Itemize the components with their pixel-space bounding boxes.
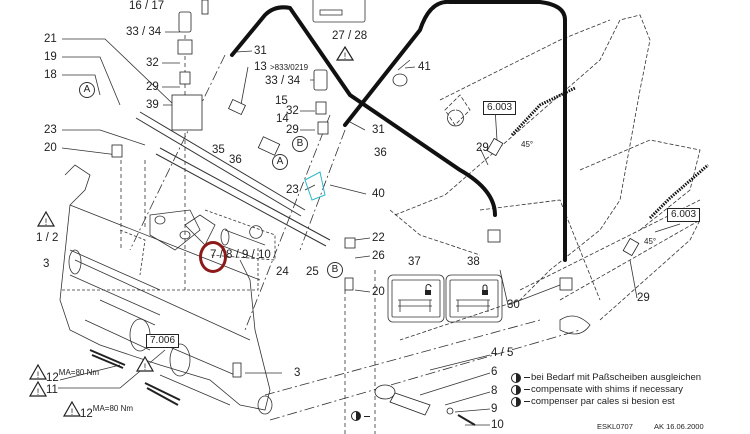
angle-45-b: 45°	[644, 237, 657, 246]
callout-31[interactable]: 31	[254, 45, 267, 57]
callout-19[interactable]: 19	[44, 51, 57, 63]
port-marker-b-2: B	[327, 262, 343, 278]
ref-box-6003[interactable]: 6.003	[483, 101, 517, 115]
callout-3[interactable]: 3	[43, 258, 50, 270]
callout-3-b[interactable]: 3	[294, 367, 301, 379]
shim-symbol-icon	[511, 384, 521, 395]
torque-spec: MA=80 Nm	[58, 368, 100, 377]
callout-22[interactable]: 22	[372, 232, 385, 244]
callout-29-c[interactable]: 29	[476, 142, 489, 154]
highlight-ring-item-7	[199, 241, 227, 273]
callout-33-34[interactable]: 33 / 34	[126, 26, 162, 38]
callout-1-2[interactable]: 1 / 2	[36, 232, 59, 244]
decal-panels	[387, 274, 503, 323]
callout-33-34-b[interactable]: 33 / 34	[265, 75, 301, 87]
callout-25[interactable]: 25	[306, 266, 319, 278]
callout-4-5[interactable]: 4 / 5	[491, 347, 514, 359]
callout-12[interactable]: 12MA=80 Nm	[46, 367, 99, 384]
callout-15[interactable]: 15	[275, 95, 288, 107]
callout-23-b[interactable]: 23	[286, 184, 299, 196]
legend-line-en: compensate with shims if necessary	[511, 384, 683, 395]
svg-text:!: !	[344, 51, 347, 61]
callout-31-b[interactable]: 31	[372, 124, 385, 136]
ref-box-7006[interactable]: 7.006	[146, 334, 180, 348]
callout-20[interactable]: 20	[44, 142, 57, 154]
callout-36[interactable]: 36	[229, 154, 242, 166]
ref-box-6003-b[interactable]: 6.003	[667, 208, 701, 222]
drawing-number: ESKL0707	[597, 422, 633, 431]
callout-12-number: 12	[46, 372, 59, 384]
warning-triangle-icons	[28, 45, 355, 417]
shim-symbol-icon	[351, 411, 361, 421]
callout-24[interactable]: 24	[276, 266, 289, 278]
callout-32-b[interactable]: 32	[286, 105, 299, 117]
shim-marker	[351, 411, 371, 421]
callout-10[interactable]: 10	[491, 419, 504, 431]
author-date: AK 16.06.2000	[654, 422, 704, 431]
callout-29-d[interactable]: 29	[637, 292, 650, 304]
shim-symbol-icon	[511, 372, 521, 383]
callout-13-number: 13	[254, 61, 267, 73]
svg-text:!: !	[71, 407, 74, 417]
callout-20-b[interactable]: 20	[372, 286, 385, 298]
port-marker-b: B	[292, 136, 308, 152]
callout-37[interactable]: 37	[408, 256, 421, 268]
legend-line-de: bei Bedarf mit Paßscheiben ausgleichen	[511, 372, 701, 383]
callout-26[interactable]: 26	[372, 250, 385, 262]
legend-text-en: compensate with shims if necessary	[531, 384, 684, 395]
shim-symbol-icon	[511, 396, 521, 407]
callout-27-28[interactable]: 27 / 28	[332, 30, 368, 42]
callout-13[interactable]: 13 >833/0219	[254, 61, 308, 74]
port-marker-a-2: A	[272, 154, 288, 170]
callout-29-b[interactable]: 29	[286, 124, 299, 136]
callout-39[interactable]: 39	[146, 99, 159, 111]
callout-14[interactable]: 14	[276, 113, 289, 125]
legend-line-fr: compenser par cales si besion est	[511, 396, 675, 407]
svg-text:!: !	[144, 362, 147, 372]
callout-18[interactable]: 18	[44, 69, 57, 81]
callout-36-b[interactable]: 36	[374, 147, 387, 159]
lock-closed-icon	[482, 284, 488, 295]
callout-13-serial-note: >833/0219	[270, 63, 309, 72]
callout-7-8-9-10[interactable]: 7 / 8 / 9 / 10	[210, 249, 271, 261]
svg-text:!: !	[37, 387, 40, 397]
hydraulic-hoses	[230, 0, 567, 262]
callout-30[interactable]: 30	[507, 299, 520, 311]
callout-12-b-number: 12	[80, 408, 93, 420]
callout-38[interactable]: 38	[467, 256, 480, 268]
loader-boom-outline	[389, 14, 701, 341]
identification-plate	[312, 0, 366, 23]
callout-40[interactable]: 40	[372, 188, 385, 200]
angle-45-a: 45°	[521, 140, 534, 149]
callout-11[interactable]: 11	[46, 384, 58, 396]
callout-9[interactable]: 9	[491, 403, 498, 415]
callout-12-b[interactable]: 12MA=80 Nm	[80, 403, 133, 420]
svg-text:!: !	[45, 217, 48, 227]
callout-41[interactable]: 41	[418, 61, 431, 73]
svg-text:!: !	[37, 370, 40, 380]
legend-text-fr: compenser par cales si besion est	[531, 396, 675, 407]
callout-23[interactable]: 23	[44, 124, 57, 136]
torque-spec-b: MA=80 Nm	[92, 404, 134, 413]
callout-8[interactable]: 8	[491, 385, 498, 397]
callout-16-17[interactable]: 16 / 17	[128, 0, 166, 12]
legend-text-de: bei Bedarf mit Paßscheiben ausgleichen	[531, 372, 702, 383]
lock-open-icon	[425, 284, 432, 295]
callout-21[interactable]: 21	[44, 33, 57, 45]
callout-32[interactable]: 32	[146, 57, 159, 69]
callout-29[interactable]: 29	[146, 81, 159, 93]
callout-35[interactable]: 35	[212, 144, 225, 156]
port-marker-a: A	[79, 82, 95, 98]
callout-6[interactable]: 6	[491, 366, 498, 378]
